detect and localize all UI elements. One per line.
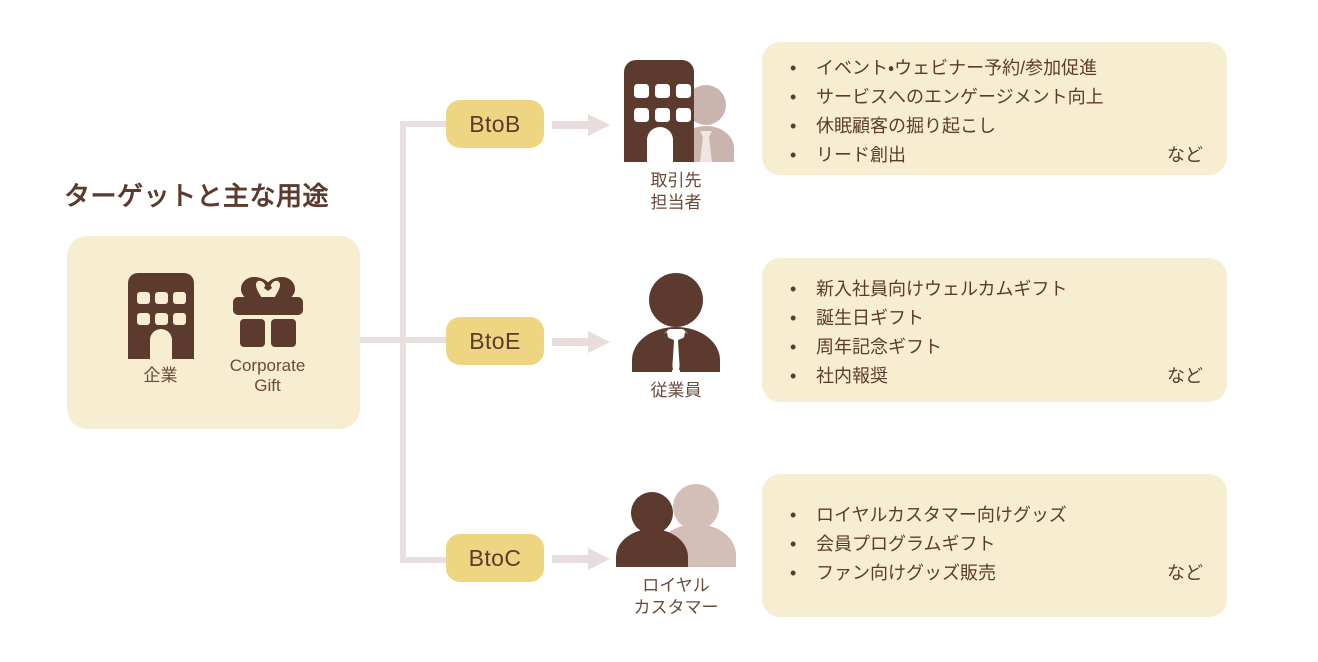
gift-box-icon [228,263,308,349]
bullet-marker: • [790,58,797,78]
connector-branch-btoe [400,337,452,343]
bullet-suffix: など [1167,145,1203,165]
businessperson-suit-icon [624,272,728,372]
usecase-panel-btoe: • 新入社員向けウェルカムギフト • 誕生日ギフト • 周年記念ギフト • 社内… [762,258,1227,402]
bullet-text: サービスへのエンゲージメント向上 [816,87,1104,107]
bullet-text: ファン向けグッズ販売 [816,563,996,583]
persona-btoc: ロイヤル カスタマー [596,483,756,620]
bullet-text: 新入社員向けウェルカムギフト [816,279,1068,299]
bullet-marker: • [790,563,797,583]
source-item-company: 企業 [120,272,202,386]
list-item: • ファン向けグッズ販売 など [762,564,1227,593]
persona-btoe: 従業員 [596,272,756,402]
persona-label: 取引先 担当者 [650,171,702,213]
office-building-icon [120,272,202,359]
source-item-label: Corporate Gift [229,355,306,395]
source-card-contents: 企業 Corporate Gift [67,236,360,429]
arrow-right-icon [552,114,610,136]
list-item: • ロイヤルカスタマー向けグッズ [762,506,1227,535]
bullet-marker: • [790,534,797,554]
bullet-text: リード創出 [816,145,906,165]
two-people-icon [612,483,740,567]
connector-stub [360,337,406,343]
bullet-marker: • [790,87,797,107]
bullet-suffix: など [1167,563,1203,583]
page-title: ターゲットと主な用途 [64,181,330,211]
bullet-marker: • [790,505,797,525]
branch-pill-btoe[interactable]: BtoE [446,317,544,365]
list-item: • リード創出 など [762,146,1227,175]
list-item: • 周年記念ギフト [762,338,1227,367]
bullet-marker: • [790,366,797,386]
connector-branch-btob [400,121,452,127]
persona-btob: 取引先 担当者 [596,58,756,215]
usecase-panel-btoc: • ロイヤルカスタマー向けグッズ • 会員プログラムギフト • ファン向けグッズ… [762,474,1227,617]
arrow-right-icon [552,548,610,570]
arrow-right-icon [552,331,610,353]
branch-pill-btob[interactable]: BtoB [446,100,544,148]
list-item: • サービスへのエンゲージメント向上 [762,88,1227,117]
bullet-marker: • [790,145,797,165]
list-item: • 休眠顧客の掘り起こし [762,117,1227,146]
list-item: • 誕生日ギフト [762,309,1227,338]
bullet-text: ロイヤルカスタマー向けグッズ [816,505,1067,525]
branch-pill-btoc[interactable]: BtoC [446,534,544,582]
bullet-marker: • [790,308,797,328]
connector-branch-btoc [400,557,452,563]
bullet-text: イベント・ウェビナー予約/参加促進 [816,58,1098,78]
building-with-businessperson-icon [618,58,734,162]
list-item: • 社内報奨 など [762,367,1227,396]
branch-pill-label: BtoB [469,110,521,137]
source-item-label: 企業 [143,365,178,385]
source-item-corporate-gift: Corporate Gift [228,263,308,396]
list-item: • 会員プログラムギフト [762,535,1227,564]
bullet-text: 誕生日ギフト [816,308,924,328]
branch-pill-label: BtoC [468,544,522,571]
bullet-text: 周年記念ギフト [816,337,942,357]
bullet-suffix: など [1167,366,1203,386]
bullet-text: 会員プログラムギフト [816,534,996,554]
list-item: • 新入社員向けウェルカムギフト [762,280,1227,309]
branch-pill-label: BtoE [469,327,521,354]
persona-label: ロイヤル カスタマー [633,576,719,618]
bullet-marker: • [790,279,797,299]
bullet-marker: • [790,116,797,136]
bullet-text: 休眠顧客の掘り起こし [816,116,996,136]
usecase-panel-btob: • イベント・ウェビナー予約/参加促進 • サービスへのエンゲージメント向上 •… [762,42,1227,175]
source-card: 企業 Corporate Gift [67,236,360,429]
bullet-text: 社内報奨 [816,366,888,386]
bullet-marker: • [790,337,797,357]
list-item: • イベント・ウェビナー予約/参加促進 [762,59,1227,88]
persona-label: 従業員 [650,381,702,400]
